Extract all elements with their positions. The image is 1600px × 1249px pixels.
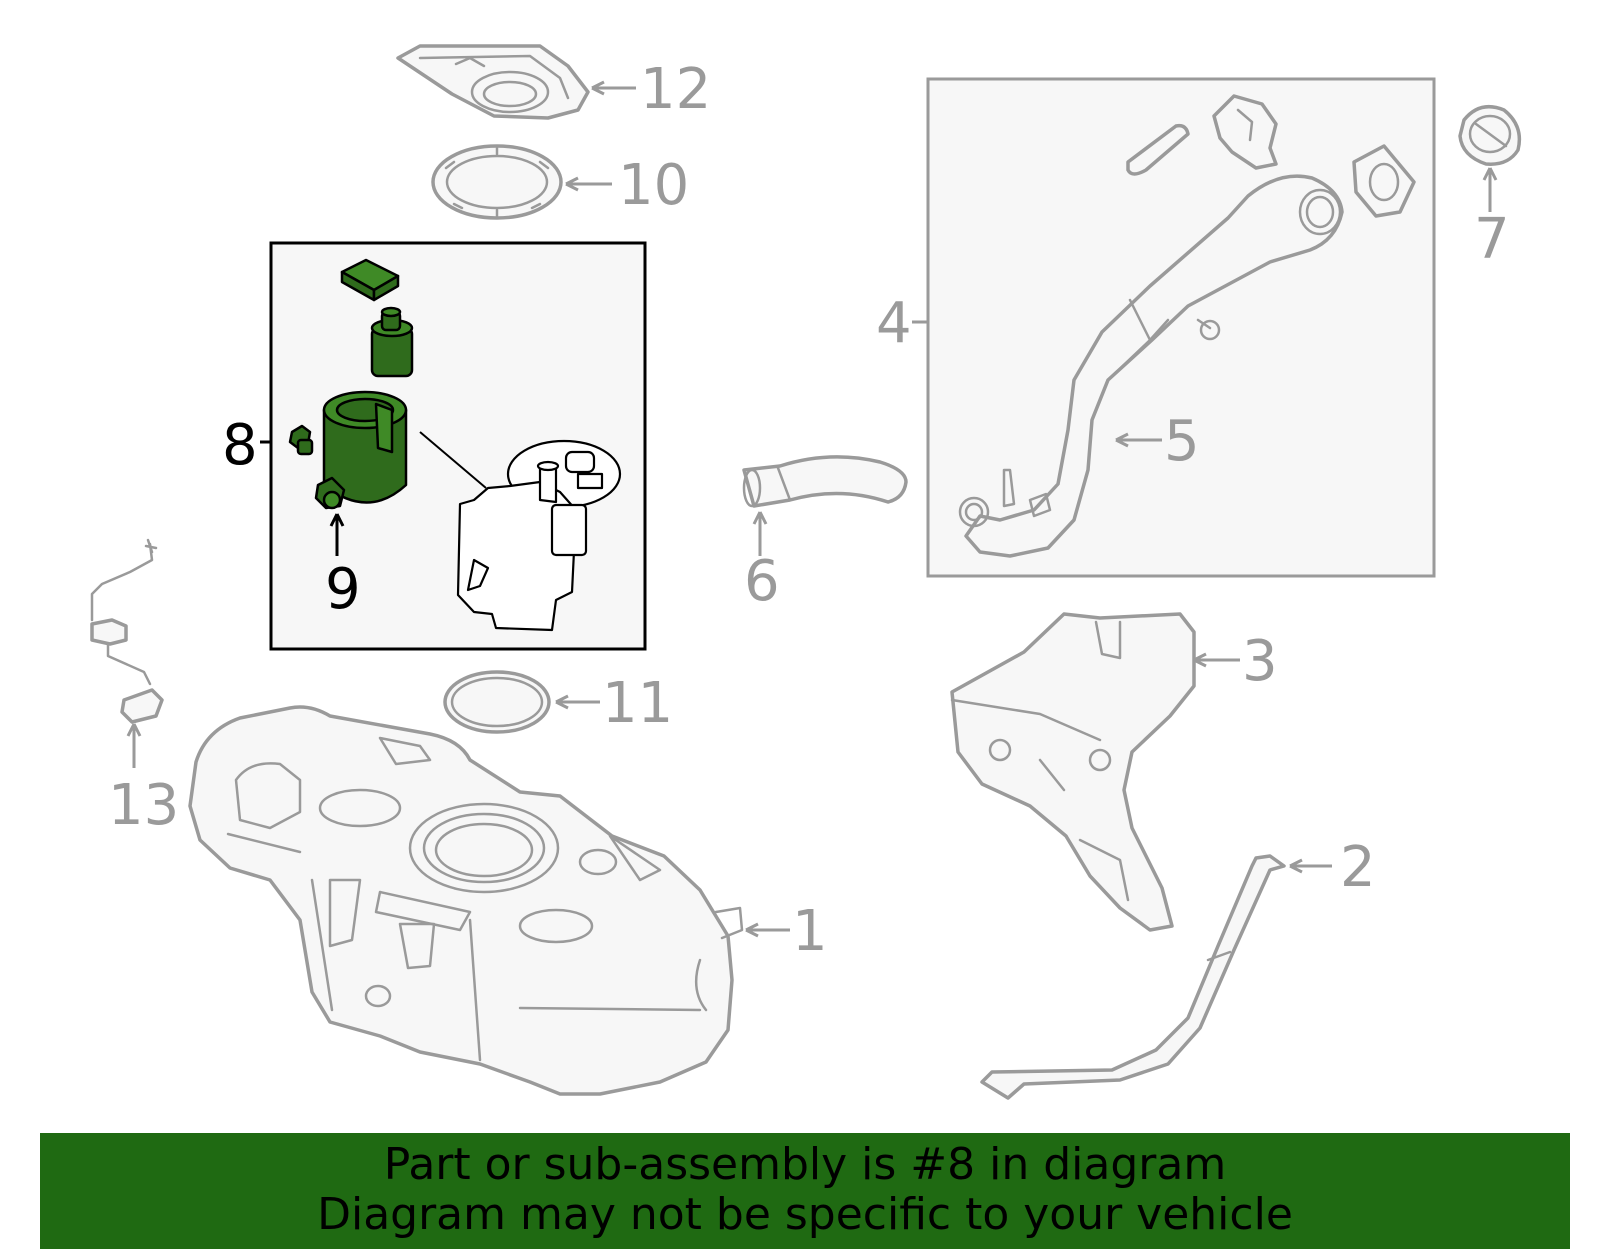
callout-7[interactable]: 7 [1474, 207, 1510, 272]
part-13-fuel-level-sender[interactable] [90, 538, 164, 724]
callout-1[interactable]: 1 [792, 899, 828, 964]
part-4-filler-neck-assembly[interactable] [926, 77, 1436, 578]
callout-8[interactable]: 8 [222, 413, 258, 478]
part-6-hose[interactable] [742, 455, 908, 508]
banner-line-2: Diagram may not be specific to your vehi… [317, 1189, 1293, 1240]
callout-3[interactable]: 3 [1242, 629, 1278, 694]
callout-13[interactable]: 13 [108, 773, 179, 838]
callout-11[interactable]: 11 [602, 671, 673, 736]
callout-5[interactable]: 5 [1164, 409, 1200, 474]
part-11-gasket[interactable] [443, 670, 551, 734]
callout-6[interactable]: 6 [744, 549, 780, 614]
part-10-retainer-ring[interactable] [431, 144, 563, 220]
callout-10[interactable]: 10 [618, 153, 689, 218]
banner-line-1: Part or sub-assembly is #8 in diagram [383, 1139, 1227, 1190]
part-3-heat-shield[interactable] [950, 612, 1196, 932]
part-1-fuel-tank[interactable] [188, 705, 744, 1096]
parts-diagram: 12 10 [90, 44, 1522, 1100]
part-12-cover-plate[interactable] [396, 44, 590, 120]
callout-12[interactable]: 12 [640, 57, 711, 122]
callout-2[interactable]: 2 [1340, 835, 1376, 900]
info-banner: Part or sub-assembly is #8 in diagram Di… [40, 1133, 1570, 1249]
part-7-fuel-cap[interactable] [1458, 104, 1522, 166]
part-8-subassembly-box[interactable] [269, 241, 647, 651]
part-2-tank-strap[interactable] [980, 854, 1286, 1100]
callout-9[interactable]: 9 [325, 557, 361, 622]
callout-4[interactable]: 4 [876, 291, 912, 356]
fuel-pump-module [419, 431, 622, 632]
